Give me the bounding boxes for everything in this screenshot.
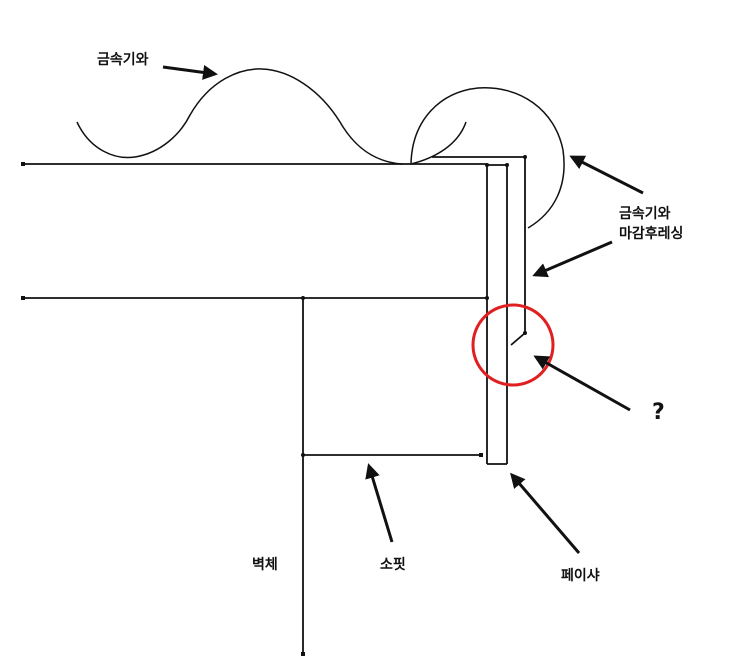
label-wall: 벽체 <box>252 557 278 573</box>
label-metal-roof-flashing-2: 마감후레싱 <box>619 226 684 242</box>
metal-roof-tile-wave <box>76 68 403 165</box>
arrow-fascia <box>510 472 581 554</box>
label-metal-roof-flashing-1: 금속기와 <box>619 206 671 222</box>
arrow-flashing-edge <box>532 240 613 278</box>
label-metal-roof-top: 금속기와 <box>97 52 149 68</box>
arrow-question <box>533 355 631 412</box>
arrow-flashing-arc <box>569 155 644 195</box>
flashing-roll-arc <box>410 87 565 229</box>
finish-flashing <box>432 156 526 346</box>
label-soffit: 소핏 <box>380 557 406 573</box>
arrow-metal-roof <box>162 64 218 80</box>
label-question: ? <box>652 400 665 425</box>
highlight-circle <box>471 303 555 387</box>
label-fascia: 페이샤 <box>561 568 600 584</box>
flashing-inner-curve <box>410 121 467 165</box>
arrow-soffit <box>365 463 394 543</box>
